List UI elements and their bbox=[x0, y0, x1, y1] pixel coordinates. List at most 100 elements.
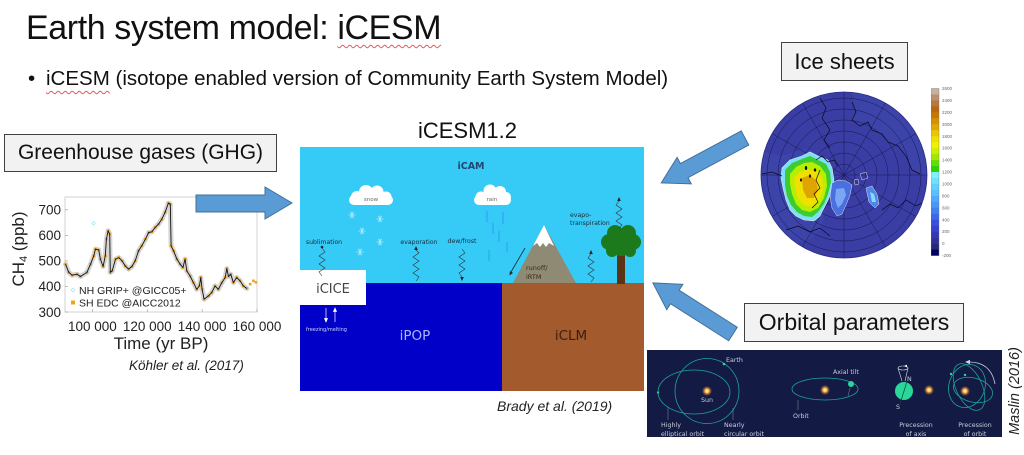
ghg-label-box: Greenhouse gases (GHG) bbox=[4, 134, 277, 172]
axial-tilt-label: Axial tilt bbox=[833, 369, 859, 376]
evaporation-arrowhead bbox=[414, 246, 418, 250]
colorbar-band bbox=[931, 225, 939, 232]
elevation-colorbar: 2600240022002000180016001400120010008006… bbox=[931, 87, 953, 258]
sun-icon bbox=[820, 385, 830, 395]
fennoscandian-ice-sheet bbox=[865, 185, 880, 209]
north-label: N bbox=[907, 376, 912, 383]
bullet-flagged-word: iCESM bbox=[46, 67, 110, 90]
colorbar-label: 600 bbox=[942, 205, 950, 210]
colorbar-band bbox=[931, 189, 939, 197]
fit-line bbox=[65, 202, 248, 300]
y-axis-label: CH4 (ppb) bbox=[9, 211, 30, 286]
x-tick-label: 160 000 bbox=[233, 319, 282, 334]
rain-cloud-label: rain bbox=[487, 197, 498, 203]
arrow-orbital-to-model bbox=[652, 282, 738, 342]
highly-elliptical-label-2: elliptical orbit bbox=[661, 431, 705, 437]
highly-elliptical-label-1: Highly bbox=[661, 422, 681, 429]
sun-icon bbox=[960, 386, 970, 396]
ghg-label: Greenhouse gases (GHG) bbox=[17, 141, 264, 164]
colorbar-band bbox=[931, 160, 939, 167]
orbit-label: Orbit bbox=[793, 413, 809, 420]
evaporation-wave bbox=[412, 249, 420, 282]
nearly-circular-label-1: Nearly bbox=[724, 422, 745, 429]
bullet-point: •iCESM (isotope enabled version of Commu… bbox=[28, 66, 668, 92]
y-tick-label: 700 bbox=[38, 203, 61, 218]
model-heading: iCESM1.2 bbox=[417, 118, 518, 143]
nearly-circular-label-2: circular orbit bbox=[724, 431, 765, 437]
colorbar-band bbox=[931, 166, 939, 173]
earth-icon bbox=[949, 372, 953, 376]
dew-frost-wave bbox=[458, 248, 466, 278]
colorbar-frame bbox=[931, 88, 940, 256]
colorbar-band bbox=[931, 213, 939, 221]
precessing-orbit-1 bbox=[952, 363, 986, 411]
colorbar-band bbox=[931, 130, 939, 137]
iclm-label: iCLM bbox=[555, 328, 587, 344]
orbit-precession-arc bbox=[968, 361, 996, 385]
sublimation-wave bbox=[318, 247, 326, 277]
x-axis-label: Time (yr BP) bbox=[114, 334, 209, 353]
title-flagged-word: iCESM bbox=[337, 9, 442, 47]
evapotranspiration-wave bbox=[615, 200, 623, 230]
precession-orbit-label-1: Precession bbox=[958, 422, 992, 429]
tree-canopy bbox=[601, 225, 641, 257]
precession-axis-label-1: Precession bbox=[899, 422, 933, 429]
data-point bbox=[91, 221, 96, 226]
sublimation-label: sublimation bbox=[306, 239, 342, 246]
colorbar-band bbox=[931, 195, 939, 203]
nearly-circular-orbit bbox=[674, 358, 740, 424]
ghg-citation: Köhler et al. (2017) bbox=[129, 358, 244, 373]
colorbar-band bbox=[931, 94, 939, 101]
y-axis-label-unit: (ppb) bbox=[9, 211, 28, 255]
colorbar-band bbox=[931, 172, 939, 179]
colorbar-label: 1200 bbox=[942, 170, 953, 175]
map-coastlines bbox=[761, 97, 925, 237]
evapotranspiration-arrowhead bbox=[617, 197, 621, 201]
tree-trunk bbox=[617, 255, 625, 284]
colorbar-band bbox=[931, 142, 939, 149]
colorbar-label: 2200 bbox=[942, 110, 953, 115]
mountain bbox=[513, 225, 576, 283]
colorbar-band bbox=[931, 124, 939, 131]
earth-label: Earth bbox=[726, 357, 743, 364]
colorbar-band bbox=[931, 231, 939, 238]
orbital-leader-lines bbox=[667, 387, 851, 420]
colorbar-band bbox=[931, 88, 939, 95]
dew-frost-arrowhead bbox=[460, 277, 464, 281]
colorbar-band bbox=[931, 136, 939, 143]
colorbar-label: 200 bbox=[942, 229, 950, 234]
colorbar-band bbox=[931, 118, 939, 125]
earth-axis bbox=[899, 377, 909, 405]
sun-icon bbox=[702, 386, 712, 396]
land-evaporation-arrowhead bbox=[589, 250, 593, 254]
chart-legend: NH GRIP+ @GICC05+ SH EDC @AICC2012 bbox=[70, 285, 187, 310]
colorbar-band bbox=[931, 183, 939, 191]
colorbar-band bbox=[931, 100, 939, 107]
ice-sheets-label: Ice sheets bbox=[794, 48, 895, 74]
colorbar-band bbox=[931, 112, 939, 119]
colorbar-label: -200 bbox=[942, 253, 952, 258]
icam-label: iCAM bbox=[457, 161, 484, 172]
x-tick-label: 140 000 bbox=[178, 319, 227, 334]
legend-marker-sh bbox=[71, 300, 75, 305]
colorbar-band bbox=[931, 219, 939, 226]
process-arrows bbox=[318, 200, 623, 283]
title-text: Earth system model: bbox=[26, 9, 338, 47]
orbital-label: Orbital parameters bbox=[758, 309, 950, 335]
runoff-arrow bbox=[509, 247, 526, 276]
colorbar-label: 2400 bbox=[942, 98, 953, 103]
legend-label-nh: NH GRIP+ @GICC05+ bbox=[79, 285, 187, 297]
runoff-label-line2: iRTM bbox=[526, 273, 541, 281]
bullet-text: (isotope enabled version of Community Ea… bbox=[109, 67, 669, 90]
orbital-panel: Earth Sun Highly elliptical orbit Nearly… bbox=[647, 350, 1002, 437]
snow-cloud bbox=[349, 185, 393, 205]
orbit-lines bbox=[657, 358, 993, 424]
colorbar-label: 1400 bbox=[942, 158, 953, 163]
sublimation-dot bbox=[320, 245, 324, 249]
precession-orbit-label-2: of orbit bbox=[964, 431, 987, 437]
precession-axis-label-2: of axis bbox=[906, 431, 927, 437]
earth-icon bbox=[963, 373, 967, 377]
mountain-snow-cap bbox=[533, 225, 554, 247]
